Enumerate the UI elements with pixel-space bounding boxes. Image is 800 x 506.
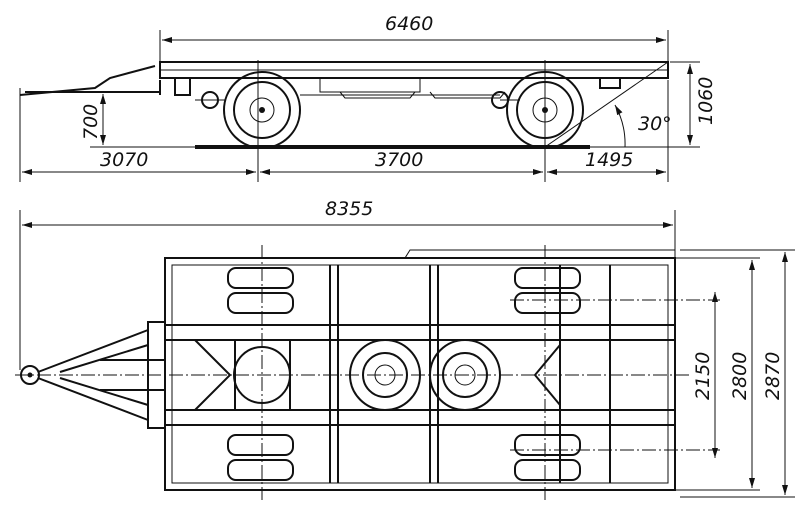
dim-overall-width: 2870 bbox=[762, 352, 784, 400]
dim-wheelbase: 3700 bbox=[375, 149, 423, 171]
dim-front-overhang: 3070 bbox=[100, 149, 148, 171]
front-wheel bbox=[223, 71, 301, 149]
drawbar bbox=[19, 65, 160, 96]
side-view: 6460 30° 1060 bbox=[19, 13, 717, 182]
dim-track: 2150 bbox=[692, 352, 714, 400]
dim-height: 1060 bbox=[695, 77, 717, 125]
dim-plan-length: 8355 bbox=[325, 198, 373, 220]
plan-view: 8355 bbox=[15, 198, 795, 500]
dim-angle: 30° bbox=[638, 113, 672, 135]
dim-overall-length: 6460 bbox=[385, 13, 433, 35]
front-axle-tires bbox=[227, 267, 294, 481]
dim-rear-overhang: 1495 bbox=[585, 149, 633, 171]
rear-axle-tires bbox=[514, 267, 581, 481]
departure-angle-line bbox=[544, 61, 669, 148]
dim-hitch-height: 700 bbox=[80, 104, 102, 140]
dim-frame-width: 2800 bbox=[729, 352, 751, 400]
